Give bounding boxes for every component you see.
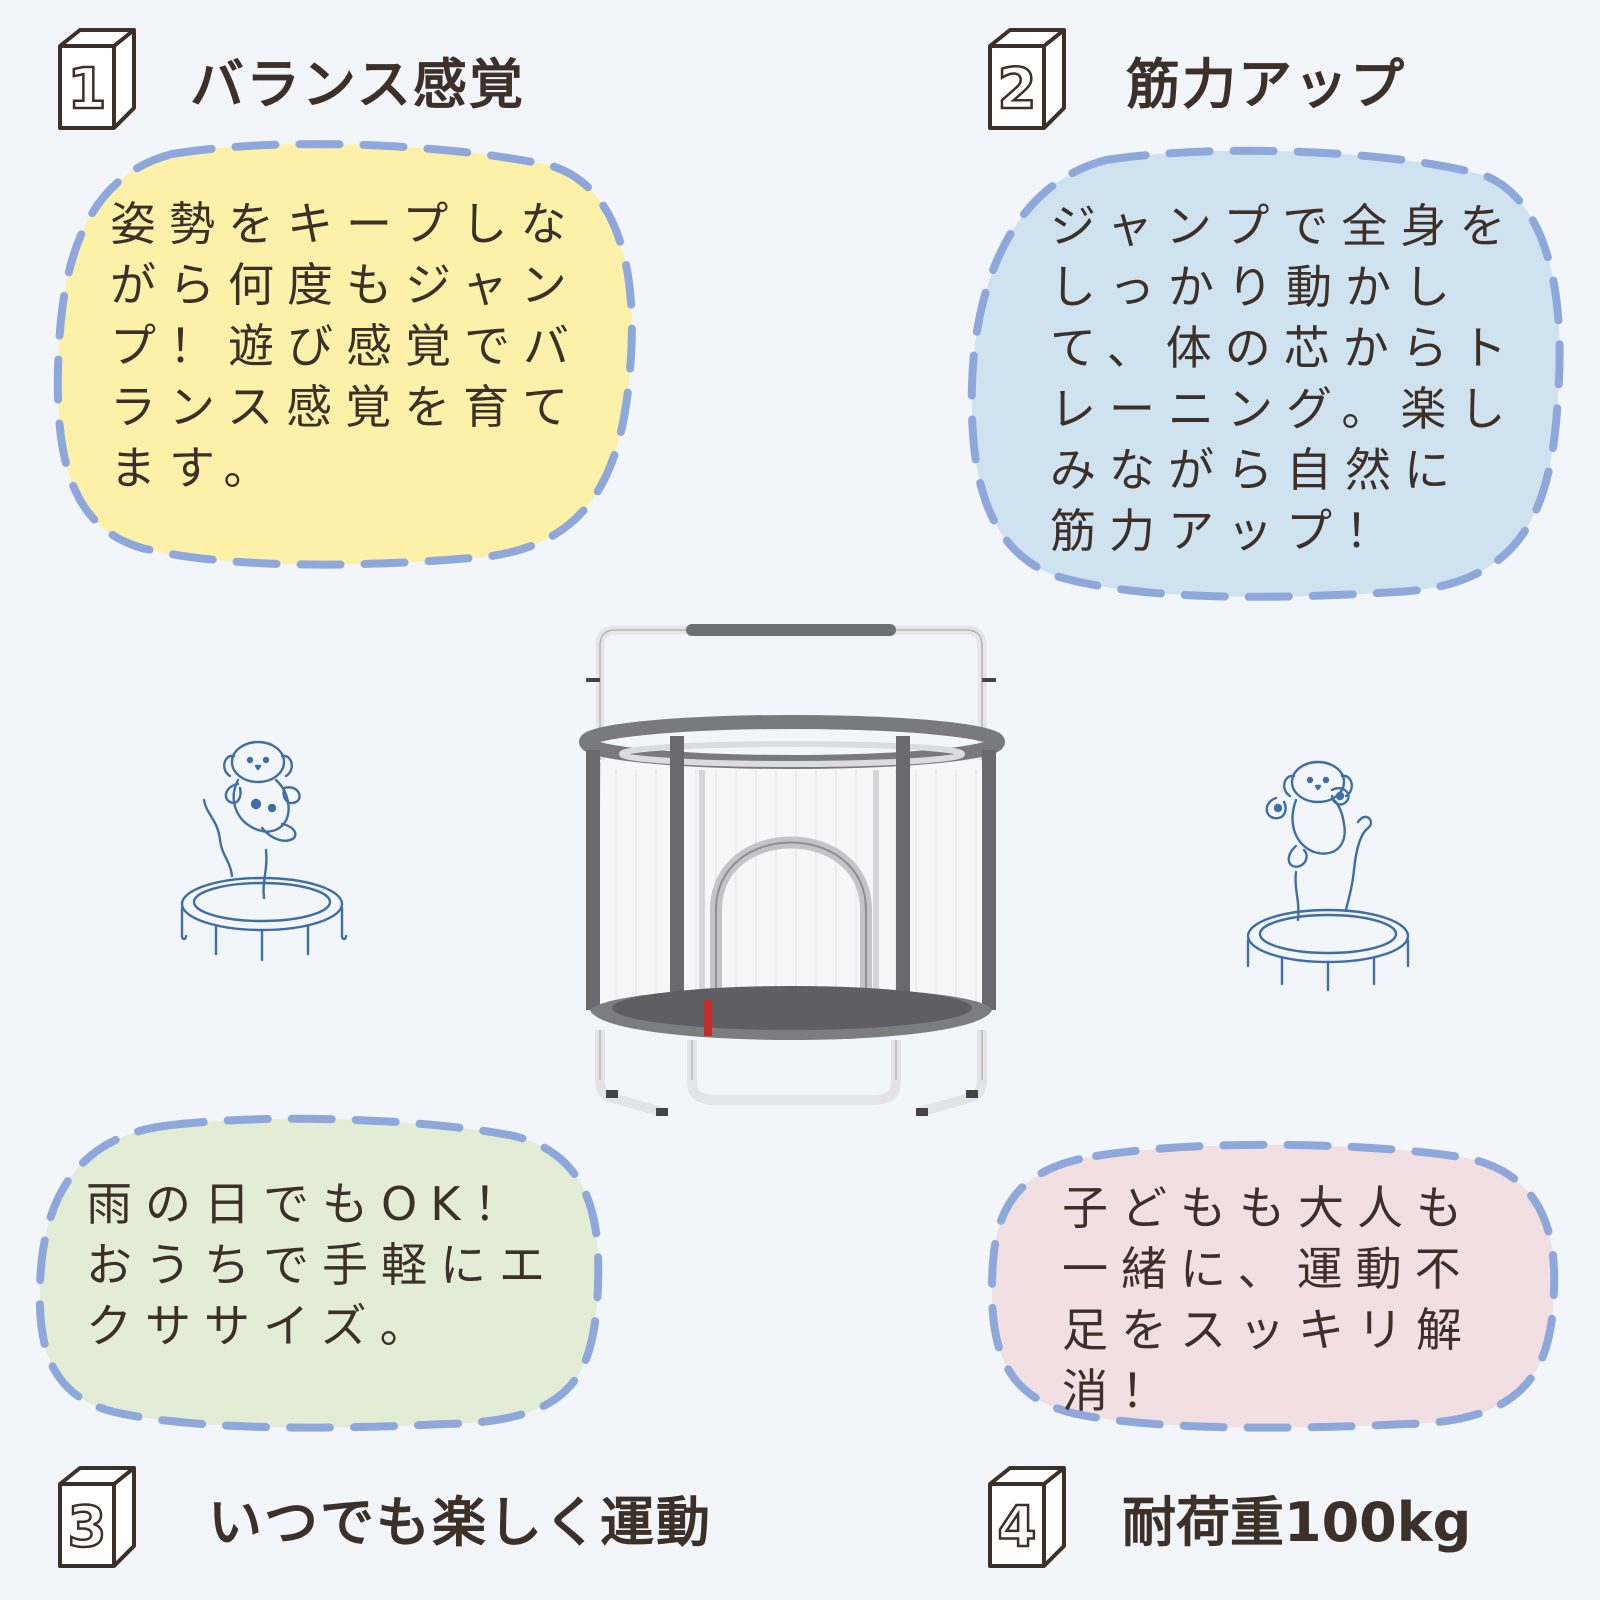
feature-4-title: 耐荷重100kg	[1122, 1490, 1472, 1554]
svg-text:4: 4	[998, 1495, 1037, 1560]
feature-3-bubble-shape	[35, 1114, 603, 1432]
number-4-icon: 4	[988, 1466, 1066, 1568]
feature-4-heading: 4 耐荷重100kg	[984, 1462, 1471, 1572]
feature-3-description: 雨の日でもOK！おうちで手軽にエクササイズ。	[86, 1177, 558, 1353]
feature-1-heading: 1 バランス感覚	[54, 24, 525, 134]
svg-text:3: 3	[68, 1495, 107, 1560]
feature-1-bubble: 姿勢をキープしながら何度もジャンプ！遊び感覚でバランス感覚を育てます。	[52, 140, 636, 569]
feature-1-description: 姿勢をキープしながら何度もジャンプ！遊び感覚でバランス感覚を育てます。	[110, 197, 582, 495]
dog-jumping-trampoline-left-icon	[180, 740, 348, 962]
feature-2-heading: 2 筋力アップ	[984, 24, 1406, 134]
kids-trampoline-product-image	[579, 624, 1005, 1117]
svg-text:2: 2	[998, 57, 1037, 122]
feature-4-description: 子どもも大人も一緒に、運動不足をスッキリ解消！	[1062, 1181, 1475, 1418]
number-1-icon: 1	[58, 28, 136, 130]
feature-3-title: いつでも楽しく運動	[208, 1490, 712, 1554]
feature-4-bubble: 子どもも大人も一緒に、運動不足をスッキリ解消！	[986, 1140, 1560, 1432]
feature-2-bubble-shape	[967, 146, 1564, 601]
number-2-icon: 2	[988, 28, 1066, 130]
feature-4-bubble-shape	[987, 1140, 1559, 1432]
feature-2-title: 筋力アップ	[1126, 52, 1406, 116]
feature-3-heading: 3 いつでも楽しく運動	[54, 1462, 712, 1572]
feature-1-bubble-shape	[53, 140, 636, 569]
dog-jumping-trampoline-right-icon	[1246, 760, 1410, 992]
feature-1-title: バランス感覚	[190, 52, 525, 116]
feature-2-bubble: ジャンプで全身をしっかり動かして、体の芯からトレーニング。楽しみながら自然に筋力…	[966, 146, 1566, 602]
svg-text:1: 1	[68, 57, 107, 122]
feature-3-bubble: 雨の日でもOK！おうちで手軽にエクササイズ。	[34, 1114, 604, 1432]
number-3-icon: 3	[58, 1466, 136, 1568]
feature-2-description: ジャンプで全身をしっかり動かして、体の芯からトレーニング。楽しみながら自然に筋力…	[1050, 199, 1520, 558]
